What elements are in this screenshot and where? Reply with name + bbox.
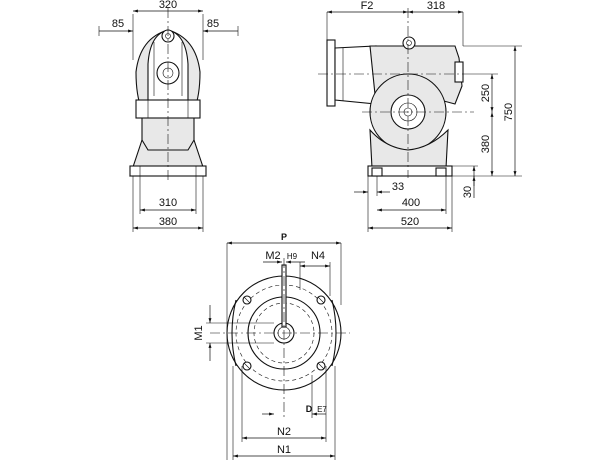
dim-overall-width: 320: [159, 0, 177, 11]
dim-foot-offset: 33: [392, 181, 404, 193]
dim-height-total: 750: [503, 103, 515, 121]
dim-base-width: 380: [159, 216, 177, 228]
side-view: F2 318 250 750 380 30 33 400 520: [318, 0, 522, 232]
dim-m1: M1: [193, 325, 205, 340]
dim-n2: N2: [277, 426, 291, 438]
dim-m2-tolerance: H9: [287, 252, 298, 261]
side-lower-body: [369, 128, 449, 169]
flange-view: P M2 H9 N4 M1 D E7 N2 N1: [193, 232, 350, 460]
side-base: [367, 165, 453, 177]
dim-right-offset: 318: [427, 0, 445, 12]
dim-d-tolerance: E7: [317, 405, 327, 414]
dim-n1: N1: [277, 444, 291, 456]
dim-foot-span: 400: [402, 197, 420, 209]
dim-height-upper: 250: [480, 84, 492, 102]
side-input-flange: [326, 39, 336, 107]
dim-right-overhang: 85: [207, 18, 219, 30]
dim-m2: M2: [265, 250, 280, 262]
side-motor-adaptor: [334, 45, 377, 105]
front-view: 320 85 85 310 380: [98, 0, 239, 232]
dim-left-overhang: 85: [112, 18, 124, 30]
dim-foot-width: 310: [159, 197, 177, 209]
dim-p: P: [281, 232, 287, 242]
dim-foot-thickness: 30: [462, 186, 474, 198]
side-output-stub: [454, 61, 464, 83]
dim-base-length: 520: [401, 216, 419, 228]
dim-f2: F2: [361, 0, 374, 12]
side-lifting-eye: [402, 36, 416, 50]
dim-height-lower: 380: [480, 135, 492, 153]
dim-n4: N4: [311, 250, 325, 262]
flange-bolt-holes: [242, 295, 326, 371]
dim-d: D: [306, 404, 313, 414]
